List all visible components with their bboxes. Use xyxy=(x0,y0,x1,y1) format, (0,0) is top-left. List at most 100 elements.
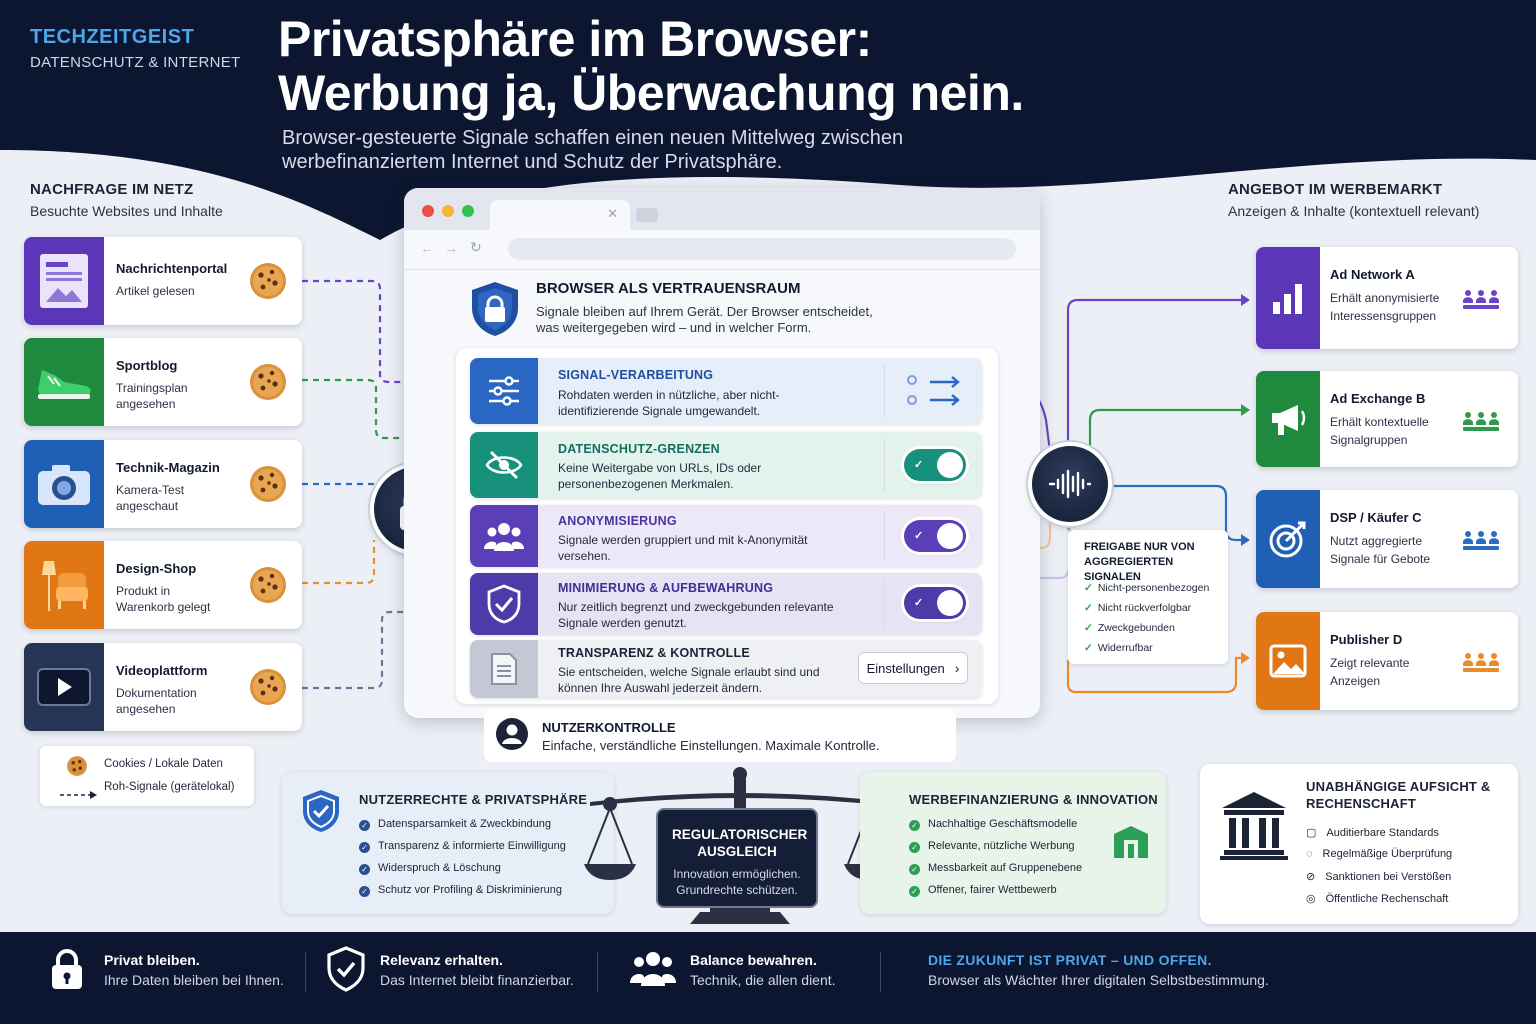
demand-card-design-shop[interactable]: Design-Shop Produkt in Warenkorb gelegt xyxy=(24,541,302,629)
user-control: NUTZERKONTROLLE Einfache, verständliche … xyxy=(484,708,956,762)
supply-card-publisher-d[interactable]: Publisher D Zeigt relevante Anzeigen xyxy=(1256,612,1518,710)
divider xyxy=(880,952,881,992)
legend-cookies: Cookies / Lokale Daten xyxy=(104,758,223,770)
divider xyxy=(305,952,306,992)
cookie-icon xyxy=(66,755,88,782)
document-icon xyxy=(470,640,538,698)
card-desc: Kamera-Test angeschaut xyxy=(116,483,185,513)
regulatory-box: REGULATORISCHER AUSGLEICH Innovation erm… xyxy=(658,810,816,906)
demand-card-technik-magazin[interactable]: Technik-Magazin Kamera-Test angeschaut xyxy=(24,440,302,528)
shield-check-icon xyxy=(326,946,366,997)
signal-hub-circle xyxy=(1032,446,1108,522)
group-icon xyxy=(630,950,676,991)
oversight-title: UNABHÄNGIGE AUFSICHT & RECHENSCHAFT xyxy=(1306,779,1491,811)
group-icon xyxy=(470,505,538,567)
row-transparenz[interactable]: TRANSPARENZ & KONTROLLE Sie entscheiden,… xyxy=(470,640,982,698)
row-desc: Sie entscheiden, welche Signale erlaubt … xyxy=(558,665,820,695)
footer-title: Relevanz erhalten. xyxy=(380,952,503,968)
forward-arrow-icon[interactable]: → xyxy=(444,240,458,256)
row-minimierung[interactable]: MINIMIERUNG & AUFBEWAHRUNG Nur zeitlich … xyxy=(470,573,982,635)
demand-card-sportblog[interactable]: Sportblog Trainingsplan angesehen xyxy=(24,338,302,426)
cookie-icon xyxy=(248,362,288,407)
warning-icon: ⊘ xyxy=(1306,871,1316,883)
card-name: Nachrichtenportal xyxy=(116,261,228,276)
regulatory-desc: Innovation ermöglichen. Grundrechte schü… xyxy=(673,867,801,897)
tab-close-icon[interactable]: ✕ xyxy=(607,206,618,221)
settings-button[interactable]: Einstellungen› xyxy=(858,652,968,684)
row-separator xyxy=(884,579,885,629)
row-separator xyxy=(884,511,885,561)
row-anonymisierung[interactable]: ANONYMISIERUNG Signale werden gruppiert … xyxy=(470,505,982,567)
demand-card-videoplattform[interactable]: Videoplattform Dokumentation angesehen xyxy=(24,643,302,731)
footer-claim-title: DIE ZUKUNFT IST PRIVAT – UND OFFEN. xyxy=(928,952,1212,968)
shield-lock-icon xyxy=(468,280,522,343)
card-name: Design-Shop xyxy=(116,561,197,576)
close-dot-icon[interactable] xyxy=(422,205,434,217)
armchair-icon xyxy=(24,541,104,629)
demand-subtitle: Besuchte Websites und Inhalte xyxy=(30,203,223,219)
user-icon xyxy=(496,718,528,755)
row-signal-verarbeitung[interactable]: SIGNAL-VERARBEITUNG Rohdaten werden in n… xyxy=(470,358,982,424)
card-name: Sportblog xyxy=(116,358,178,373)
card-desc: Erhält anonymisierte Interessensgruppen xyxy=(1330,291,1440,323)
url-field[interactable] xyxy=(508,238,1016,260)
settings-button-label: Einstellungen xyxy=(866,660,945,676)
release-item: ✓Nicht rückverfolgbar xyxy=(1084,602,1192,614)
back-arrow-icon[interactable]: ← xyxy=(420,240,434,256)
minimization-toggle[interactable]: ✓ xyxy=(904,587,966,619)
row-datenschutz-grenzen[interactable]: DATENSCHUTZ-GRENZEN Keine Weitergabe von… xyxy=(470,432,982,498)
check-icon: ✓ xyxy=(359,864,370,875)
footer-claim-desc: Browser als Wächter Ihrer digitalen Selb… xyxy=(928,972,1269,988)
cookie-icon xyxy=(248,464,288,509)
supply-card-ad-network-a[interactable]: Ad Network A Erhält anonymisierte Intere… xyxy=(1256,247,1518,349)
anonymization-toggle[interactable]: ✓ xyxy=(904,520,966,552)
financing-item: ✓Nachhaltige Geschäftsmodelle xyxy=(909,818,1077,831)
badge-check-icon: ◎ xyxy=(1306,893,1316,905)
signal-transform-icon xyxy=(906,372,966,415)
newspaper-icon xyxy=(24,237,104,325)
oversight-item: ⊘Sanktionen bei Verstößen xyxy=(1306,871,1452,883)
card-name: Publisher D xyxy=(1330,632,1403,647)
subtitle-line-2: werbefinanziertem Internet und Schutz de… xyxy=(282,151,783,173)
brand-logo: TECHZEITGEIST xyxy=(30,26,195,48)
supply-card-ad-exchange-b[interactable]: Ad Exchange B Erhält kontextuelle Signal… xyxy=(1256,371,1518,467)
reload-icon[interactable]: ↻ xyxy=(470,239,482,255)
card-desc: Dokumentation angesehen xyxy=(116,686,197,716)
cookie-icon xyxy=(248,565,288,610)
check-icon: ✓ xyxy=(1084,602,1093,614)
check-icon: ✓ xyxy=(909,886,920,897)
page-title: Privatsphäre im Browser: Werbung ja, Übe… xyxy=(278,12,1024,120)
sneaker-icon xyxy=(24,338,104,426)
new-tab-icon[interactable] xyxy=(636,208,658,222)
target-icon xyxy=(1256,490,1320,588)
release-item: ✓Nicht-personenbezogen xyxy=(1084,582,1210,594)
camera-icon xyxy=(24,440,104,528)
financing-item: ✓Messbarkeit auf Gruppenebene xyxy=(909,862,1082,875)
maximize-dot-icon[interactable] xyxy=(462,205,474,217)
check-icon: ✓ xyxy=(909,820,920,831)
people-icon xyxy=(1462,409,1500,438)
eye-off-icon xyxy=(470,432,538,498)
rights-item: ✓Datensparsamkeit & Zweckbindung xyxy=(359,818,551,831)
check-icon: ✓ xyxy=(359,842,370,853)
video-play-icon xyxy=(24,643,104,731)
legend-signals: Roh-Signale (gerätelokal) xyxy=(104,781,235,793)
privacy-toggle[interactable]: ✓ xyxy=(904,449,966,481)
shield-check-icon xyxy=(470,573,538,635)
release-box: FREIGABE NUR VON AGGREGIERTEN SIGNALEN ✓… xyxy=(1068,530,1228,664)
row-title: TRANSPARENZ & KONTROLLE xyxy=(558,646,750,660)
supply-card-dsp-kaeufer-c[interactable]: DSP / Käufer C Nutzt aggregierte Signale… xyxy=(1256,490,1518,588)
browser-tab[interactable]: ✕ xyxy=(490,200,630,230)
check-icon: ✓ xyxy=(909,842,920,853)
title-line-1: Privatsphäre im Browser: xyxy=(278,11,872,67)
footer-title: Privat bleiben. xyxy=(104,952,200,968)
minimize-dot-icon[interactable] xyxy=(442,205,454,217)
card-name: Technik-Magazin xyxy=(116,460,220,475)
waveform-icon xyxy=(1048,469,1092,499)
document-check-icon: ▢ xyxy=(1306,827,1317,839)
demand-card-nachrichtenportal[interactable]: Nachrichtenportal Artikel gelesen xyxy=(24,237,302,325)
row-title: DATENSCHUTZ-GRENZEN xyxy=(558,442,720,456)
row-desc: Rohdaten werden in nützliche, aber nicht… xyxy=(558,388,780,418)
subtitle-line-1: Browser-gesteuerte Signale schaffen eine… xyxy=(282,127,904,149)
legend: Cookies / Lokale Daten Roh-Signale (gerä… xyxy=(40,746,254,806)
